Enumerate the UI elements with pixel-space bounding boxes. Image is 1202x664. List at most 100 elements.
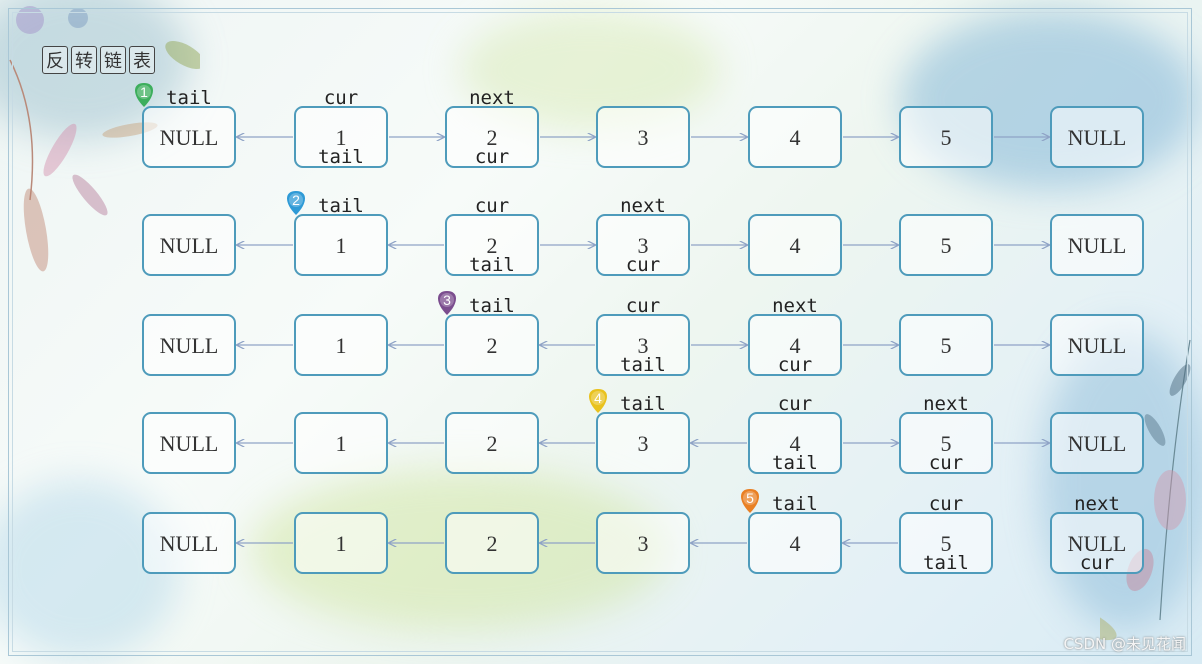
step-number: 1 xyxy=(140,84,148,100)
step-number: 2 xyxy=(292,192,300,208)
list-node xyxy=(1050,314,1144,376)
step-number: 3 xyxy=(443,292,451,308)
pointer-label-cur: cur xyxy=(929,452,963,474)
title-char: 转 xyxy=(71,46,97,74)
pointer-label-cur: cur xyxy=(626,295,660,317)
title-char: 链 xyxy=(100,46,126,74)
node-value: NULL xyxy=(1068,531,1127,556)
node-value: 2 xyxy=(487,125,498,150)
pointer-label-cur: cur xyxy=(475,146,509,168)
node-value: 1 xyxy=(336,531,347,556)
pointer-label-tail: tail xyxy=(318,195,364,217)
step-number: 4 xyxy=(594,390,602,406)
pin-icon xyxy=(741,489,759,513)
step-badge-icon: 2 xyxy=(287,191,305,215)
list-node xyxy=(596,106,690,168)
pin-icon xyxy=(287,191,305,215)
pointer-label-next: next xyxy=(469,87,515,109)
node-value: NULL xyxy=(160,233,219,258)
node-value: 1 xyxy=(336,125,347,150)
node-value: 4 xyxy=(790,233,801,258)
list-node xyxy=(142,512,236,574)
pointer-label-tail: tail xyxy=(772,493,818,515)
list-node xyxy=(899,512,993,574)
list-node xyxy=(899,106,993,168)
node-value: 3 xyxy=(638,233,649,258)
node-value: 1 xyxy=(336,233,347,258)
pointer-label-tail: tail xyxy=(166,87,212,109)
list-node xyxy=(596,512,690,574)
list-node xyxy=(596,412,690,474)
list-node xyxy=(142,412,236,474)
pin-dot xyxy=(137,85,151,99)
list-node xyxy=(1050,106,1144,168)
node-value: 3 xyxy=(638,125,649,150)
list-node xyxy=(1050,512,1144,574)
node-value: 3 xyxy=(638,531,649,556)
pin-dot xyxy=(743,491,757,505)
list-node xyxy=(596,314,690,376)
pointer-label-cur: cur xyxy=(324,87,358,109)
title-char: 反 xyxy=(42,46,68,74)
pin-icon xyxy=(589,389,607,413)
step-badge-icon: 5 xyxy=(741,489,759,513)
list-node xyxy=(899,214,993,276)
list-node xyxy=(899,412,993,474)
list-node xyxy=(1050,214,1144,276)
list-node xyxy=(294,314,388,376)
node-value: NULL xyxy=(1068,333,1127,358)
node-value: 2 xyxy=(487,233,498,258)
pointer-label-tail: tail xyxy=(469,254,515,276)
pin-dot xyxy=(289,193,303,207)
list-node xyxy=(748,106,842,168)
node-value: NULL xyxy=(1068,233,1127,258)
step-badge-icon: 1 xyxy=(135,83,153,107)
list-node xyxy=(748,214,842,276)
node-value: 2 xyxy=(487,531,498,556)
pin-dot xyxy=(440,293,454,307)
list-node xyxy=(899,314,993,376)
node-value: NULL xyxy=(160,431,219,456)
node-value: 2 xyxy=(487,431,498,456)
list-node xyxy=(294,512,388,574)
list-node xyxy=(445,512,539,574)
title-char: 表 xyxy=(129,46,155,74)
pin-icon xyxy=(438,291,456,315)
node-value: 5 xyxy=(941,125,952,150)
watermark: CSDN @未见花闻 xyxy=(1063,635,1186,653)
pin-dot xyxy=(591,391,605,405)
pointer-label-next: next xyxy=(620,195,666,217)
pin-icon xyxy=(135,83,153,107)
step-number: 5 xyxy=(746,490,754,506)
page-title: 反 转 链 表 xyxy=(42,46,155,74)
list-node xyxy=(748,512,842,574)
list-node xyxy=(294,214,388,276)
pointer-label-next: next xyxy=(923,393,969,415)
node-value: 5 xyxy=(941,431,952,456)
node-value: NULL xyxy=(1068,125,1127,150)
pointer-label-tail: tail xyxy=(923,552,969,574)
pointer-label-tail: tail xyxy=(318,146,364,168)
list-node xyxy=(445,214,539,276)
node-value: 3 xyxy=(638,431,649,456)
node-value: NULL xyxy=(1068,431,1127,456)
pointer-label-tail: tail xyxy=(469,295,515,317)
list-node xyxy=(294,106,388,168)
node-value: 1 xyxy=(336,431,347,456)
pointer-label-cur: cur xyxy=(778,393,812,415)
list-node xyxy=(445,412,539,474)
pointer-label-tail: tail xyxy=(620,393,666,415)
leaf-decoration-left xyxy=(9,6,200,272)
list-node xyxy=(1050,412,1144,474)
node-value: 4 xyxy=(790,333,801,358)
node-value: 5 xyxy=(941,333,952,358)
list-node xyxy=(445,314,539,376)
pointer-label-tail: tail xyxy=(772,452,818,474)
list-node xyxy=(294,412,388,474)
node-value: NULL xyxy=(160,531,219,556)
node-value: 4 xyxy=(790,531,801,556)
list-node xyxy=(445,106,539,168)
node-value: 3 xyxy=(638,333,649,358)
list-node xyxy=(142,214,236,276)
